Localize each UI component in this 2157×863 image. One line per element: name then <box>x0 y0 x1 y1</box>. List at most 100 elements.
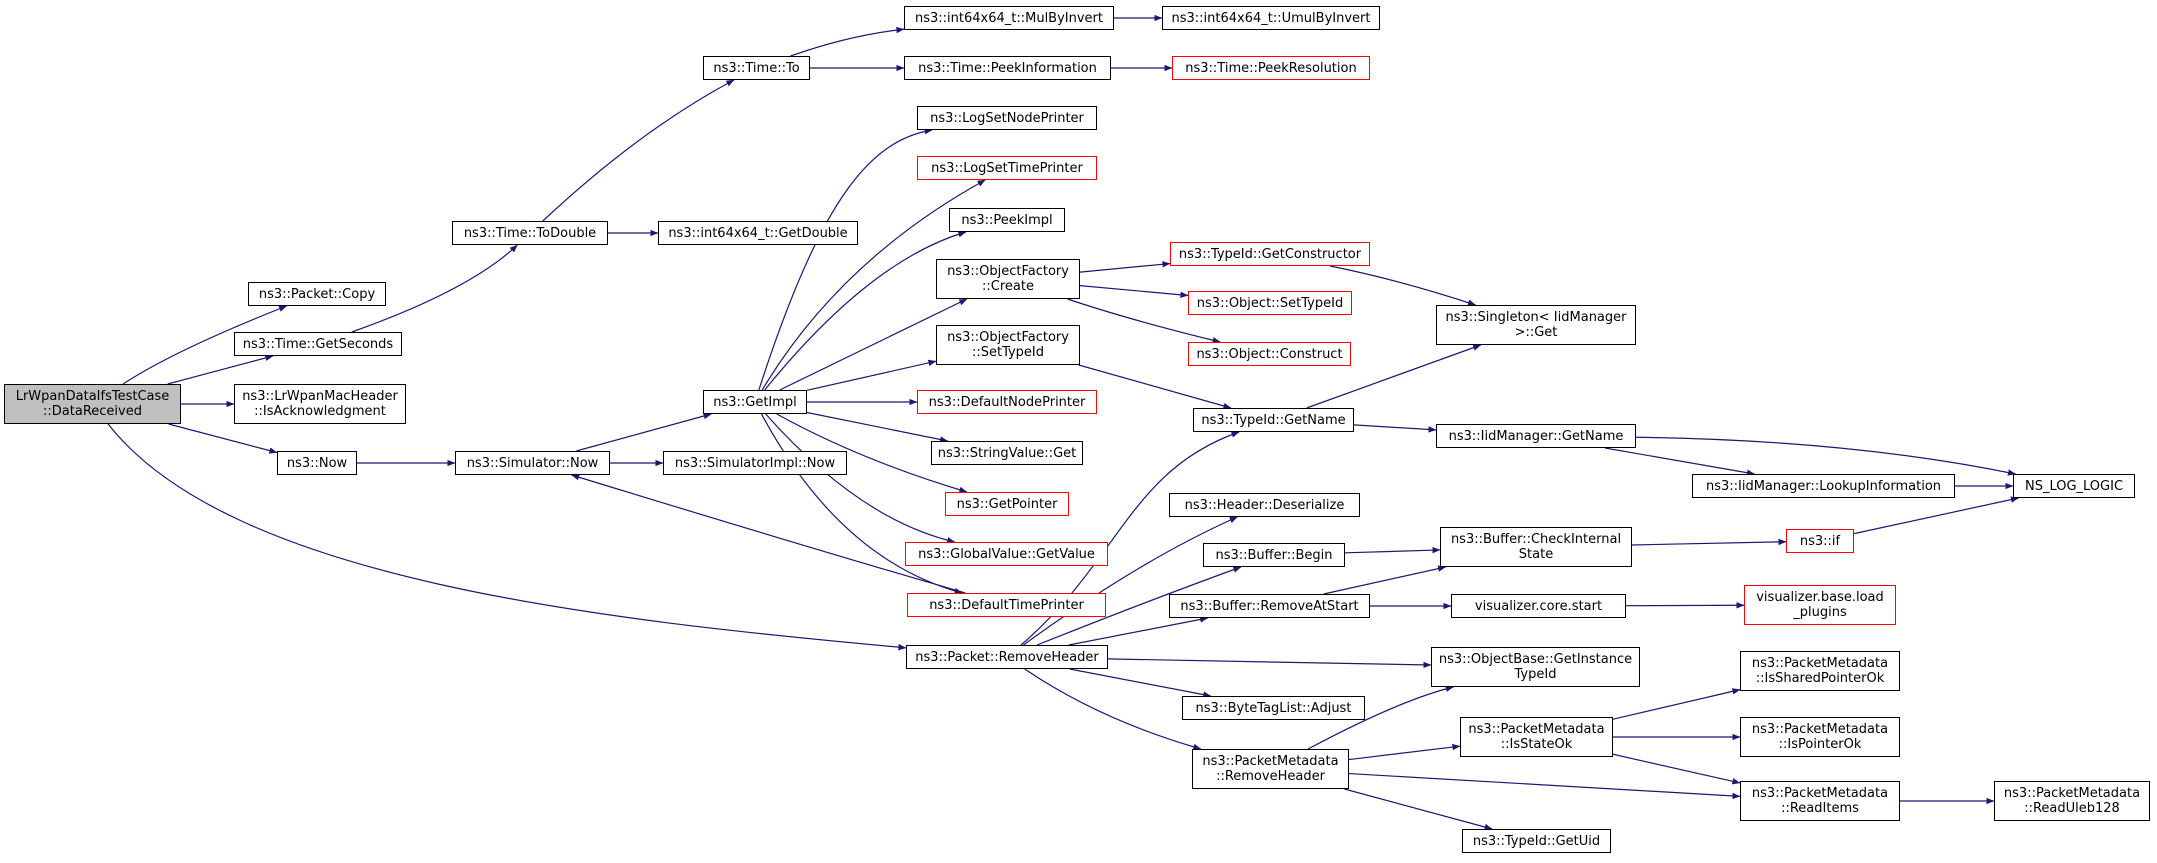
node-simulatorimpl-now[interactable]: ns3::SimulatorImpl::Now <box>663 451 847 475</box>
node-label-line: ns3::Object::SetTypeId <box>1196 295 1344 311</box>
edge-iidmanager-getname-to-iidmanager-lookup <box>1604 447 1755 476</box>
node-label-line: ns3::DefaultNodePrinter <box>928 394 1086 410</box>
edge-typeid-getconstructor-to-singleton-get <box>1329 265 1476 306</box>
node-viz-base-load[interactable]: visualizer.base.load_plugins <box>1744 585 1896 625</box>
node-packet-removeheader[interactable]: ns3::Packet::RemoveHeader <box>906 645 1108 669</box>
node-bytetaglist-adjust[interactable]: ns3::ByteTagList::Adjust <box>1182 696 1365 720</box>
node-label-line: ns3::StringValue::Get <box>937 445 1077 461</box>
node-label-line: ::IsAcknowledgment <box>254 404 386 419</box>
edge-simulator-now-to-getimpl <box>576 412 712 452</box>
node-label-line: ns3::GlobalValue::GetValue <box>918 546 1095 562</box>
node-label-line: ns3::if <box>1799 533 1841 549</box>
edge-getimpl-to-globalvalue-getvalue <box>765 413 956 544</box>
node-pm-removeheader[interactable]: ns3::PacketMetadata::RemoveHeader <box>1192 749 1349 789</box>
node-label-line: ns3::int64x64_t::UmulByInvert <box>1171 10 1371 26</box>
node-logsetnodeprinter[interactable]: ns3::LogSetNodePrinter <box>917 106 1097 130</box>
node-iidmanager-getname[interactable]: ns3::IidManager::GetName <box>1436 424 1636 448</box>
node-defaulttimeprinter[interactable]: ns3::DefaultTimePrinter <box>907 593 1106 617</box>
node-umulbyinvert[interactable]: ns3::int64x64_t::UmulByInvert <box>1162 6 1380 30</box>
node-label-line: ns3::SimulatorImpl::Now <box>674 455 836 471</box>
node-header-deserialize[interactable]: ns3::Header::Deserialize <box>1169 493 1360 517</box>
edge-root-to-packet-removeheader <box>107 423 907 651</box>
node-peekimpl[interactable]: ns3::PeekImpl <box>949 208 1065 232</box>
node-label-line: ns3::Now <box>286 455 348 471</box>
node-of-create[interactable]: ns3::ObjectFactory::Create <box>936 259 1080 299</box>
node-label-line: ::DataReceived <box>43 404 142 419</box>
edge-root-to-time-getseconds <box>167 354 274 385</box>
edge-packet-removeheader-to-buffer-removeatstart <box>1068 616 1209 646</box>
node-int64-getdouble[interactable]: ns3::int64x64_t::GetDouble <box>658 221 858 245</box>
node-label-line: ns3::TypeId::GetUid <box>1472 833 1601 849</box>
node-iidmanager-lookup[interactable]: ns3::IidManager::LookupInformation <box>1692 474 1955 498</box>
node-mulbyinvert[interactable]: ns3::int64x64_t::MulByInvert <box>904 6 1114 30</box>
node-label-line: ns3::Packet::RemoveHeader <box>915 649 1099 665</box>
node-globalvalue-getvalue[interactable]: ns3::GlobalValue::GetValue <box>905 542 1108 566</box>
node-peekresolution[interactable]: ns3::Time::PeekResolution <box>1172 56 1370 80</box>
node-label-line: NS_LOG_LOGIC <box>2024 478 2124 494</box>
node-getimpl[interactable]: ns3::GetImpl <box>703 390 807 414</box>
node-ns3-if[interactable]: ns3::if <box>1786 529 1854 553</box>
edge-root-to-now <box>168 423 278 454</box>
node-time-to[interactable]: ns3::Time::To <box>703 56 810 80</box>
edge-getimpl-to-of-settypeid <box>806 359 937 391</box>
node-pm-readuleb128[interactable]: ns3::PacketMetadata::ReadUleb128 <box>1994 781 2150 821</box>
edge-root-to-packet-copy <box>122 305 287 385</box>
node-of-settypeid[interactable]: ns3::ObjectFactory::SetTypeId <box>936 325 1080 365</box>
node-label-line: ns3::int64x64_t::GetDouble <box>668 225 848 241</box>
node-packet-copy[interactable]: ns3::Packet::Copy <box>248 282 386 306</box>
node-getpointer[interactable]: ns3::GetPointer <box>945 492 1069 516</box>
node-time-getseconds[interactable]: ns3::Time::GetSeconds <box>234 332 402 356</box>
edge-ns3-if-to-ns-log-logic <box>1853 496 2019 535</box>
node-object-construct[interactable]: ns3::Object::Construct <box>1188 342 1351 366</box>
node-label-line: ns3::Time::ToDouble <box>463 225 597 241</box>
node-label-line: ns3::IidManager::GetName <box>1448 428 1624 444</box>
node-label-line: ::IsSharedPointerOk <box>1755 671 1885 686</box>
node-time-todouble[interactable]: ns3::Time::ToDouble <box>452 221 608 245</box>
node-defaultnodeprinter[interactable]: ns3::DefaultNodePrinter <box>917 390 1097 414</box>
node-typeid-getname[interactable]: ns3::TypeId::GetName <box>1193 408 1354 432</box>
node-viz-core-start[interactable]: visualizer.core.start <box>1451 594 1626 618</box>
edge-pm-removeheader-to-objectbase-getinstance <box>1307 685 1454 750</box>
node-label-line: ns3::Buffer::CheckInternal <box>1450 532 1622 547</box>
node-buffer-removeatstart[interactable]: ns3::Buffer::RemoveAtStart <box>1169 594 1370 618</box>
node-typeid-getuid[interactable]: ns3::TypeId::GetUid <box>1462 829 1611 853</box>
node-typeid-getconstructor[interactable]: ns3::TypeId::GetConstructor <box>1170 242 1370 266</box>
node-ismacheader[interactable]: ns3::LrWpanMacHeader::IsAcknowledgment <box>234 384 406 424</box>
edge-of-create-to-object-construct <box>1067 298 1221 344</box>
node-peekinformation[interactable]: ns3::Time::PeekInformation <box>904 56 1111 80</box>
node-buffer-begin[interactable]: ns3::Buffer::Begin <box>1203 543 1345 567</box>
node-label-line: ns3::ObjectFactory <box>947 264 1069 279</box>
edge-pm-removeheader-to-pm-readitems <box>1348 772 1741 800</box>
edge-pm-isstateok-to-pm-issharedpointerok <box>1612 688 1741 720</box>
edge-packet-removeheader-to-objectbase-getinstance <box>1107 658 1432 669</box>
node-label-line: ns3::Simulator::Now <box>466 455 599 471</box>
node-label-line: ns3::TypeId::GetName <box>1201 412 1346 428</box>
edge-getimpl-to-getpointer <box>776 413 968 493</box>
edge-pm-isstateok-to-pm-readitems <box>1612 753 1741 785</box>
node-pm-readitems[interactable]: ns3::PacketMetadata::ReadItems <box>1740 781 1900 821</box>
node-now[interactable]: ns3::Now <box>277 451 357 475</box>
node-object-settypeid[interactable]: ns3::Object::SetTypeId <box>1188 291 1352 315</box>
node-ns-log-logic[interactable]: NS_LOG_LOGIC <box>2013 474 2135 498</box>
node-label-line: ns3::Time::PeekResolution <box>1185 60 1357 76</box>
node-label-line: ns3::Packet::Copy <box>258 286 376 302</box>
node-label-line: ns3::Object::Construct <box>1196 346 1343 362</box>
node-stringvalue-get[interactable]: ns3::StringValue::Get <box>931 441 1083 465</box>
node-pm-issharedpointerok[interactable]: ns3::PacketMetadata::IsSharedPointerOk <box>1740 651 1900 691</box>
node-logsettimeprinter[interactable]: ns3::LogSetTimePrinter <box>917 156 1097 180</box>
node-label-line: ns3::ByteTagList::Adjust <box>1195 700 1352 716</box>
node-label-line: TypeId <box>1514 667 1557 682</box>
node-simulator-now[interactable]: ns3::Simulator::Now <box>455 451 610 475</box>
edge-of-settypeid-to-typeid-getname <box>1078 364 1232 410</box>
node-label-line: ns3::ObjectFactory <box>947 330 1069 345</box>
edge-typeid-getname-to-iidmanager-getname <box>1353 424 1437 433</box>
edge-buffer-begin-to-buffer-checkinternal <box>1344 546 1441 554</box>
edge-time-getseconds-to-time-todouble <box>351 244 518 333</box>
node-singleton-get[interactable]: ns3::Singleton< IidManager>::Get <box>1436 305 1636 345</box>
edge-pm-removeheader-to-pm-isstateok <box>1348 743 1461 761</box>
node-label-line: ns3::DefaultTimePrinter <box>929 597 1084 613</box>
node-pm-ispointerok[interactable]: ns3::PacketMetadata::IsPointerOk <box>1740 717 1900 757</box>
node-pm-isstateok[interactable]: ns3::PacketMetadata::IsStateOk <box>1460 717 1613 757</box>
